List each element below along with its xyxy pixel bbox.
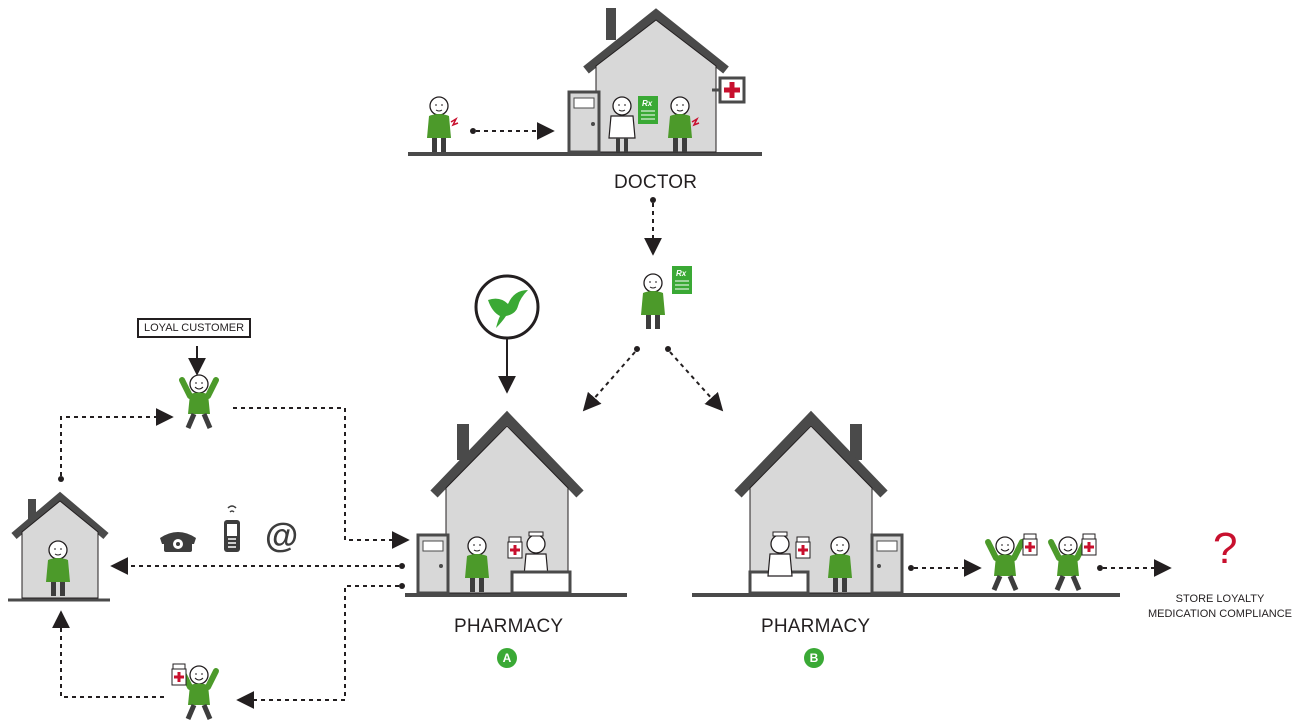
- svg-text:Rx: Rx: [676, 269, 687, 278]
- prescription-icon: [672, 266, 692, 294]
- outcome-label: STORE LOYALTY MEDICATION COMPLIANCE: [1133, 592, 1307, 622]
- doctor-figure: [608, 96, 636, 152]
- sick-patient-figure: [426, 96, 452, 153]
- email-icon: @: [265, 517, 299, 555]
- loyal-customer-label: LOYAL CUSTOMER: [137, 318, 252, 338]
- chimney: [606, 8, 616, 40]
- medicine-bottle-icon: [1021, 532, 1039, 557]
- svg-text:Rx: Rx: [642, 99, 653, 108]
- medicine-bottle-icon: [794, 535, 812, 560]
- prescription-icon: [638, 96, 658, 124]
- arrow-to-pharmacy-a: [582, 351, 636, 412]
- doctor-label: DOCTOR: [614, 172, 698, 193]
- outcome-line-2: MEDICATION COMPLIANCE: [1147, 608, 1293, 620]
- counter: [510, 570, 572, 595]
- outcome-line-1: STORE LOYALTY: [1175, 593, 1265, 605]
- customer-home-house: [8, 491, 110, 602]
- mobile-phone-icon: [224, 505, 240, 552]
- medicine-bottle-icon: [506, 535, 524, 560]
- badge-b: B: [804, 648, 824, 668]
- pharmacy-a-house: [405, 410, 627, 597]
- pharmacy-b-label: PHARMACY: [761, 616, 871, 637]
- hummingbird-logo-icon: [474, 274, 540, 340]
- question-mark: ?: [1213, 524, 1238, 573]
- medicine-bottle-icon: [1080, 532, 1098, 557]
- arrow-to-pharmacy-b: [669, 351, 724, 412]
- phone-icon: [160, 532, 196, 552]
- badge-a: A: [497, 648, 517, 668]
- medicine-bottle-icon: [170, 662, 188, 687]
- loyal-customer-figure: [182, 375, 216, 428]
- pharmacy-a-label: PHARMACY: [454, 616, 564, 637]
- doctor-house: Rx: [408, 8, 762, 156]
- pharmacy-b-house: [692, 410, 1120, 597]
- patient-with-rx-figure: [640, 273, 666, 330]
